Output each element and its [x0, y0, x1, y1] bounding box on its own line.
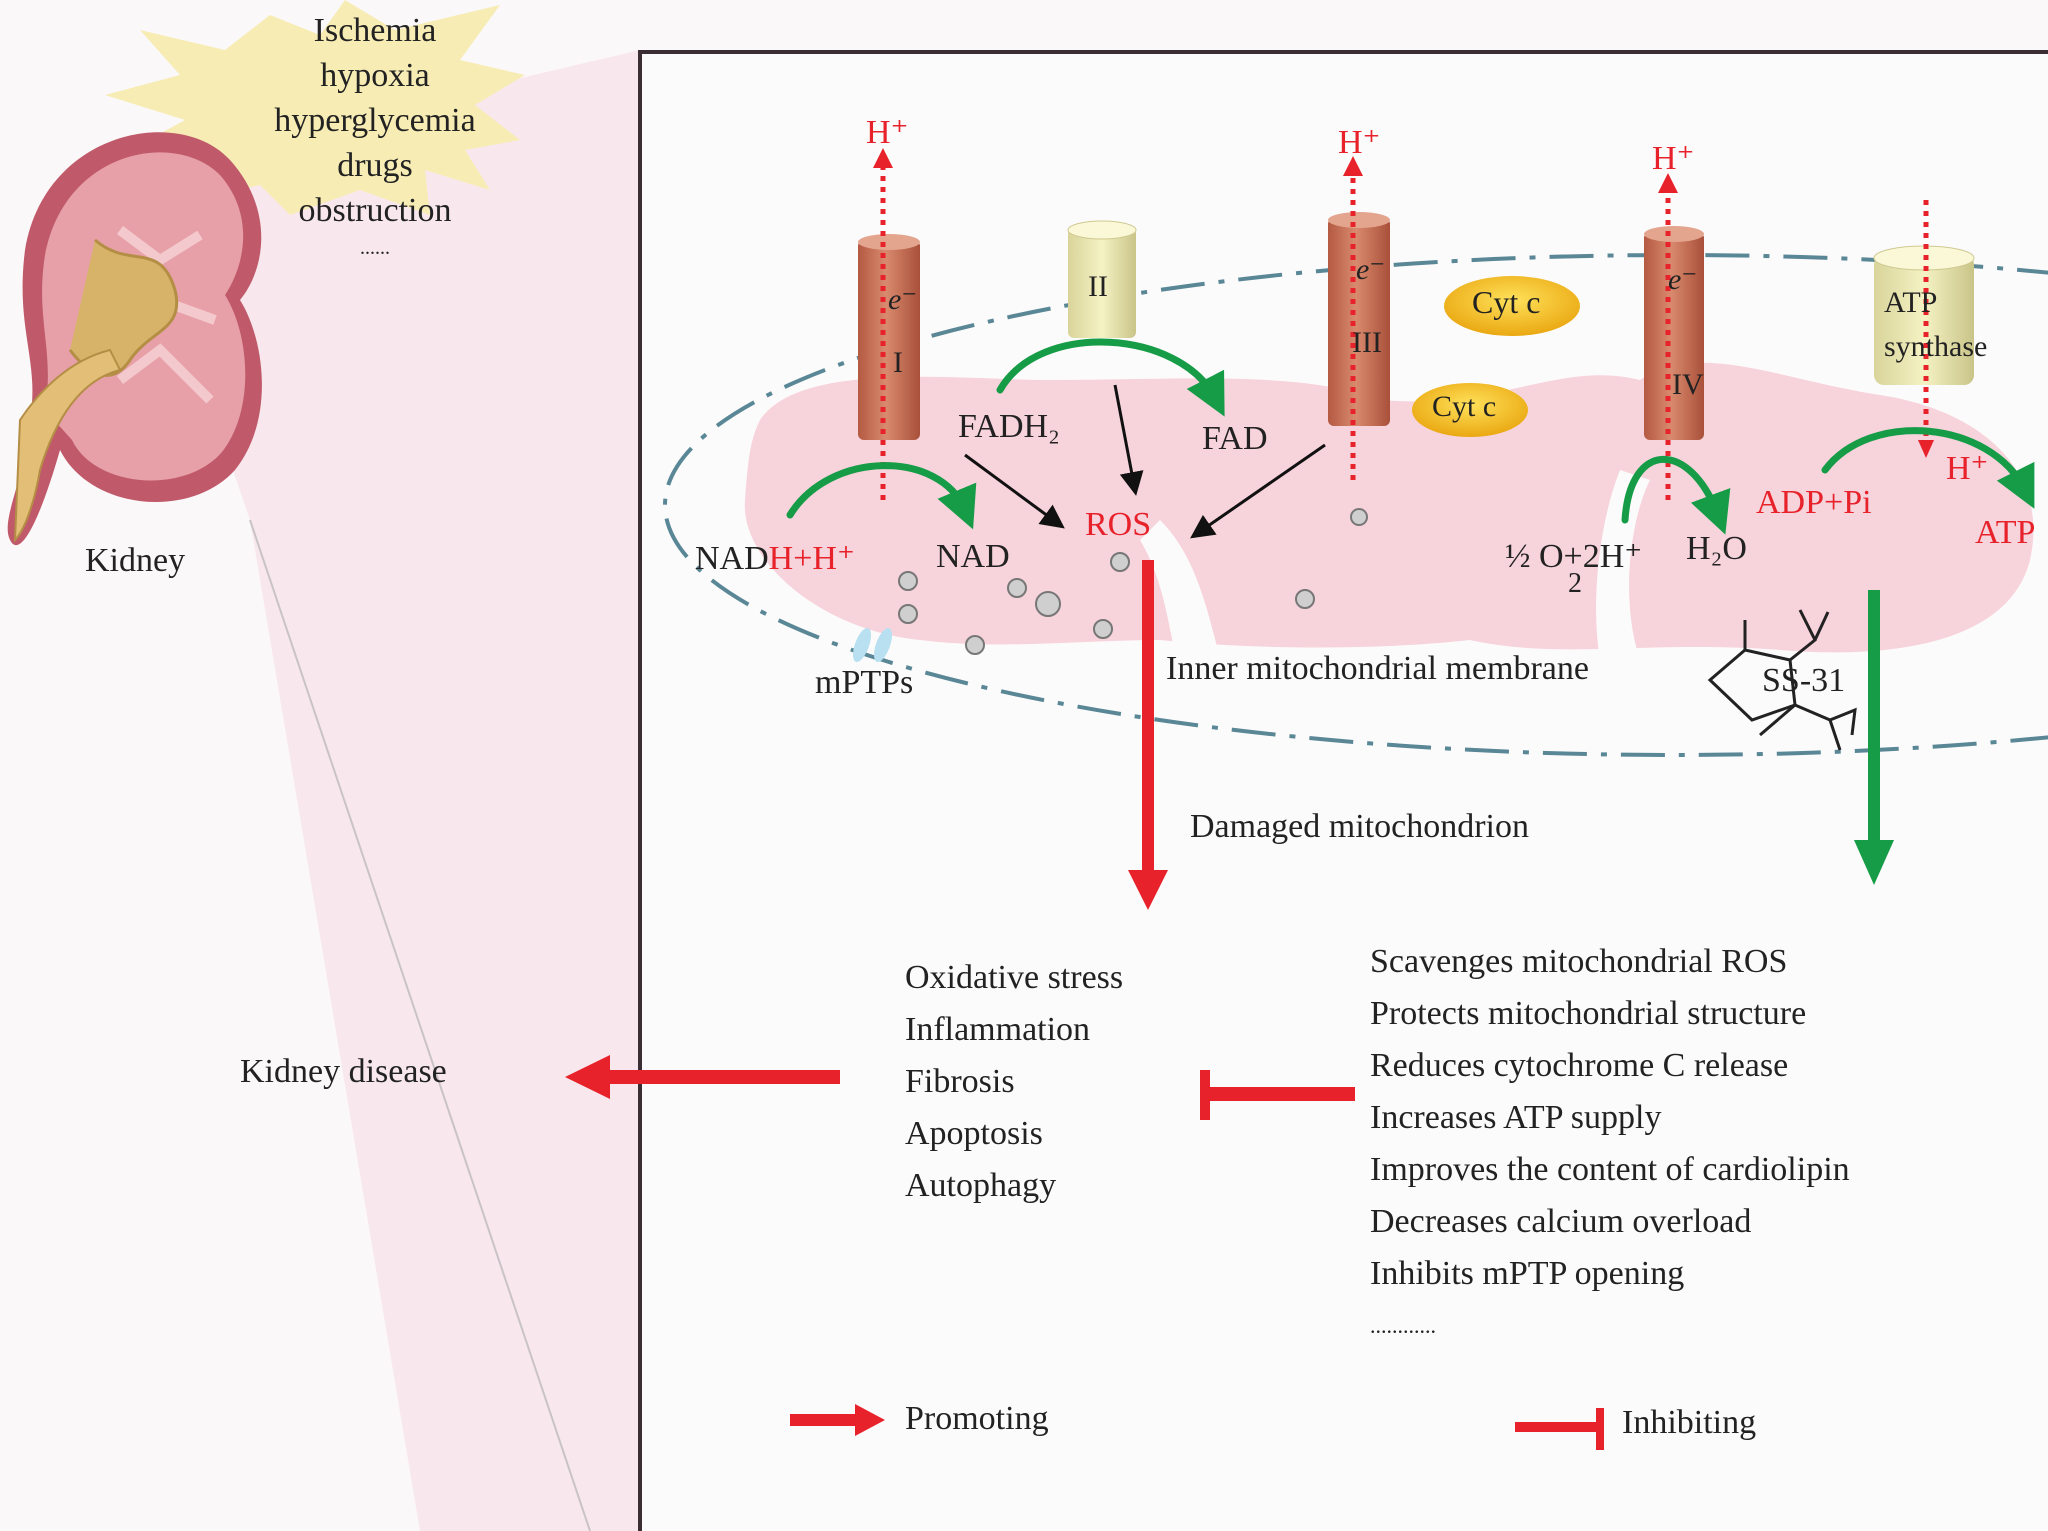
- fad-label: FAD: [1202, 420, 1268, 457]
- cyt-c-lower: [1412, 383, 1528, 437]
- ss31-effect-item: Increases ATP supply: [1370, 1099, 1662, 1136]
- complex-ii-ros-arrow: [1113, 384, 1144, 496]
- ca-bead: [965, 635, 985, 655]
- complex-iii: [1328, 212, 1390, 426]
- kidney-disease-label: Kidney disease: [240, 1053, 447, 1090]
- legend-inhibiting-label: Inhibiting: [1622, 1404, 1757, 1441]
- water-label: H₂O: [1686, 530, 1747, 567]
- electron-label-iv: e⁻: [1668, 263, 1698, 296]
- fadh2-ros-arrow: [964, 453, 1065, 529]
- ca-bead: [1295, 589, 1315, 609]
- complex-iii-numeral: III: [1352, 326, 1382, 359]
- nad-label: NAD: [936, 538, 1010, 575]
- kidney-label: Kidney: [85, 542, 186, 579]
- cause-item: hypoxia: [320, 57, 430, 94]
- atp-synthase: [1873, 245, 1975, 385]
- cause-item: Ischemia: [313, 12, 437, 49]
- adp-arrow: [1821, 427, 2035, 509]
- ca-bead: [1093, 619, 1113, 639]
- ca-bead: [1007, 578, 1027, 598]
- ca-bead: [1110, 552, 1130, 572]
- atp-label: ATP: [1975, 514, 2036, 551]
- detail-frame: [638, 50, 2048, 1531]
- adp-pi-label: ADP+Pi: [1756, 484, 1872, 521]
- cause-item: ......: [360, 237, 390, 259]
- nadh-proton-text: H+H⁺: [768, 540, 855, 577]
- complex-i-numeral: I: [893, 346, 903, 379]
- causes-list: Ischemia hypoxia hyperglycemia drugs obs…: [255, 8, 495, 263]
- proton-label-iii: H⁺: [1338, 124, 1381, 161]
- effect-item: Fibrosis: [905, 1063, 1015, 1100]
- ss31-effect-item: Improves the content of cardiolipin: [1370, 1151, 1850, 1188]
- ss31-effect-item: Scavenges mitochondrial ROS: [1370, 943, 1788, 980]
- oxygen-arrow: [1621, 456, 1731, 535]
- complex-ii-numeral: II: [1088, 270, 1108, 303]
- fadh2-arrow: [996, 338, 1225, 417]
- ca-bead: [898, 571, 918, 591]
- electron-label-i: e⁻: [888, 283, 918, 316]
- ca-bead: [898, 604, 918, 624]
- effect-item: Autophagy: [905, 1167, 1057, 1204]
- mitochondrion-matrix: [744, 362, 2034, 720]
- cyt-c-upper-label: Cyt c: [1472, 284, 1541, 320]
- electron-label-iii: e⁻: [1356, 253, 1386, 286]
- ss31-effects-list: Scavenges mitochondrial ROS Protects mit…: [1370, 936, 1850, 1352]
- ss31-effect-item: Protects mitochondrial structure: [1370, 995, 1807, 1032]
- fadh2-label: FADH₂: [958, 408, 1060, 445]
- effect-item: Oxidative stress: [905, 959, 1124, 996]
- zoom-edge: [249, 519, 591, 1531]
- cyt-c-upper: [1444, 276, 1580, 336]
- cause-item: hyperglycemia: [274, 102, 476, 139]
- effect-item: Inflammation: [905, 1011, 1091, 1048]
- ss31-effect-item: Inhibits mPTP opening: [1370, 1255, 1685, 1292]
- cause-item: obstruction: [298, 192, 452, 229]
- effects-list: Oxidative stress Inflammation Fibrosis A…: [905, 952, 1123, 1212]
- ss31-effect-item: ............: [1370, 1313, 1436, 1338]
- proton-label-iv: H⁺: [1652, 140, 1695, 177]
- damaged-label: Damaged mitochondrion: [1190, 808, 1529, 845]
- atp-synthase-line2: synthase: [1884, 330, 1988, 363]
- kidney-illustration: [7, 132, 262, 546]
- oxygen-label: ½ O+2H⁺: [1505, 538, 1643, 575]
- ss31-effect-item: Reduces cytochrome C release: [1370, 1047, 1789, 1084]
- mptp-label: mPTPs: [815, 664, 914, 701]
- atp-synthase-line1: ATP: [1884, 286, 1938, 319]
- ca-bead: [1035, 591, 1061, 617]
- legend-promoting-label: Promoting: [905, 1400, 1049, 1437]
- effect-item: Apoptosis: [905, 1115, 1043, 1152]
- ros-damage-arrowhead: [1128, 870, 1168, 910]
- complex-iii-ros-arrow: [1190, 443, 1326, 539]
- cause-item: drugs: [337, 147, 413, 184]
- cyt-c-lower-label: Cyt c: [1432, 390, 1497, 423]
- proton-label-i: H⁺: [866, 114, 909, 151]
- ss31-label: SS-31: [1762, 662, 1846, 699]
- atp-green-arrowhead: [1854, 840, 1894, 885]
- legend-promote-arrowhead: [855, 1404, 885, 1436]
- proton-arrowhead-atp: [1918, 440, 1934, 458]
- proton-arrowhead-iv: [1658, 173, 1678, 193]
- nadh-text: NAD: [695, 540, 769, 577]
- complex-iv-numeral: IV: [1672, 368, 1704, 401]
- membrane-label: Inner mitochondrial membrane: [1166, 650, 1589, 687]
- complex-i: [858, 234, 920, 440]
- nadh-arrow: [786, 462, 977, 530]
- ca-bead: [1350, 508, 1368, 526]
- mptp-pores: [852, 627, 893, 663]
- nadh-label: NADH+H⁺: [695, 538, 855, 578]
- complex-iv: [1644, 226, 1704, 440]
- disease-arrowhead: [565, 1055, 610, 1099]
- proton-arrowhead-iii: [1343, 156, 1363, 176]
- ss31-structure: [1707, 609, 1857, 751]
- oxygen-subscript: 2: [1568, 568, 1582, 599]
- ros-label: ROS: [1085, 506, 1152, 543]
- proton-label-atp: H⁺: [1946, 450, 1989, 487]
- proton-arrowhead-i: [873, 148, 893, 168]
- ss31-effect-item: Decreases calcium overload: [1370, 1203, 1752, 1240]
- complex-ii: [1067, 220, 1137, 338]
